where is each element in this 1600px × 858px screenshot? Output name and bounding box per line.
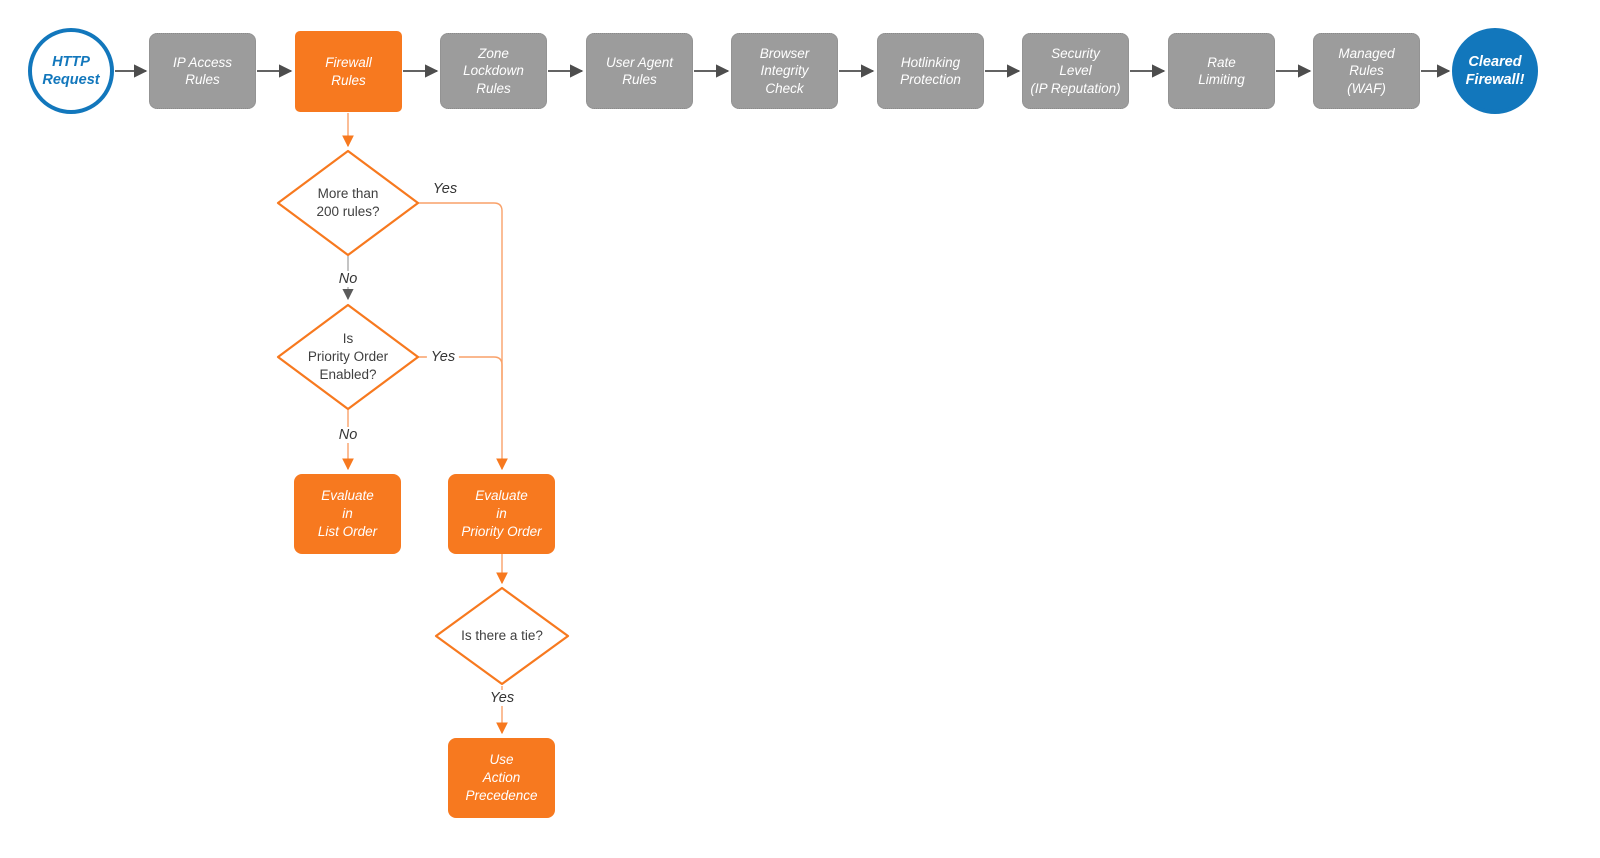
edge-label-yes-priority-enabled: Yes bbox=[426, 349, 460, 365]
outcome-use-action-precedence: Use Action Precedence bbox=[448, 738, 555, 818]
step-managed-rules-waf: Managed Rules (WAF) bbox=[1313, 33, 1420, 109]
step-label: Zone Lockdown Rules bbox=[463, 45, 524, 96]
step-label: Rate Limiting bbox=[1198, 54, 1245, 88]
decision-is-there-a-tie-label: Is there a tie? bbox=[461, 628, 543, 643]
decision-more-than-200-rules-shape bbox=[276, 149, 420, 257]
step-user-agent-rules: User Agent Rules bbox=[586, 33, 693, 109]
step-label: Firewall Rules bbox=[325, 55, 372, 88]
edge-label-yes-tie: Yes bbox=[485, 690, 519, 706]
step-label: Managed Rules (WAF) bbox=[1338, 45, 1395, 96]
step-label: Browser Integrity Check bbox=[759, 45, 810, 96]
step-firewall-rules: Firewall Rules bbox=[295, 31, 402, 112]
step-label: IP Access Rules bbox=[172, 54, 233, 88]
step-label: Security Level (IP Reputation) bbox=[1030, 45, 1121, 96]
step-zone-lockdown-rules: Zone Lockdown Rules bbox=[440, 33, 547, 109]
step-ip-access-rules: IP Access Rules bbox=[149, 33, 256, 109]
outcome-label: Use Action Precedence bbox=[465, 752, 538, 803]
decision-is-there-a-tie-shape bbox=[434, 586, 570, 686]
step-rate-limiting: Rate Limiting bbox=[1168, 33, 1275, 109]
decision-priority-order-enabled-label: Is Priority Order Enabled? bbox=[307, 331, 389, 382]
edge-label-no-priority-enabled: No bbox=[334, 427, 362, 443]
outcome-evaluate-in-list-order: Evaluate in List Order bbox=[294, 474, 401, 554]
edge-label-yes-200-rules: Yes bbox=[428, 181, 462, 197]
start-node-label: HTTP Request bbox=[42, 54, 100, 88]
step-hotlinking-protection: Hotlinking Protection bbox=[877, 33, 984, 109]
outcome-label: Evaluate in List Order bbox=[317, 488, 378, 539]
end-node-cleared-firewall: Cleared Firewall! bbox=[1452, 28, 1538, 114]
edge-label-no-200-rules: No bbox=[334, 271, 362, 287]
outcome-evaluate-in-priority-order: Evaluate in Priority Order bbox=[448, 474, 555, 554]
end-node-label: Cleared Firewall! bbox=[1465, 54, 1525, 88]
step-label: User Agent Rules bbox=[605, 54, 674, 88]
step-label: Hotlinking Protection bbox=[900, 54, 961, 88]
outcome-label: Evaluate in Priority Order bbox=[461, 488, 542, 539]
edge-yes-200-to-evaluate-priority bbox=[418, 202, 508, 471]
step-browser-integrity-check: Browser Integrity Check bbox=[731, 33, 838, 109]
start-node-http-request: HTTP Request bbox=[28, 28, 114, 114]
decision-priority-order-enabled-shape bbox=[276, 303, 420, 411]
step-security-level-ip-reputation: Security Level (IP Reputation) bbox=[1022, 33, 1129, 109]
decision-more-than-200-rules-label: More than 200 rules? bbox=[316, 186, 380, 219]
